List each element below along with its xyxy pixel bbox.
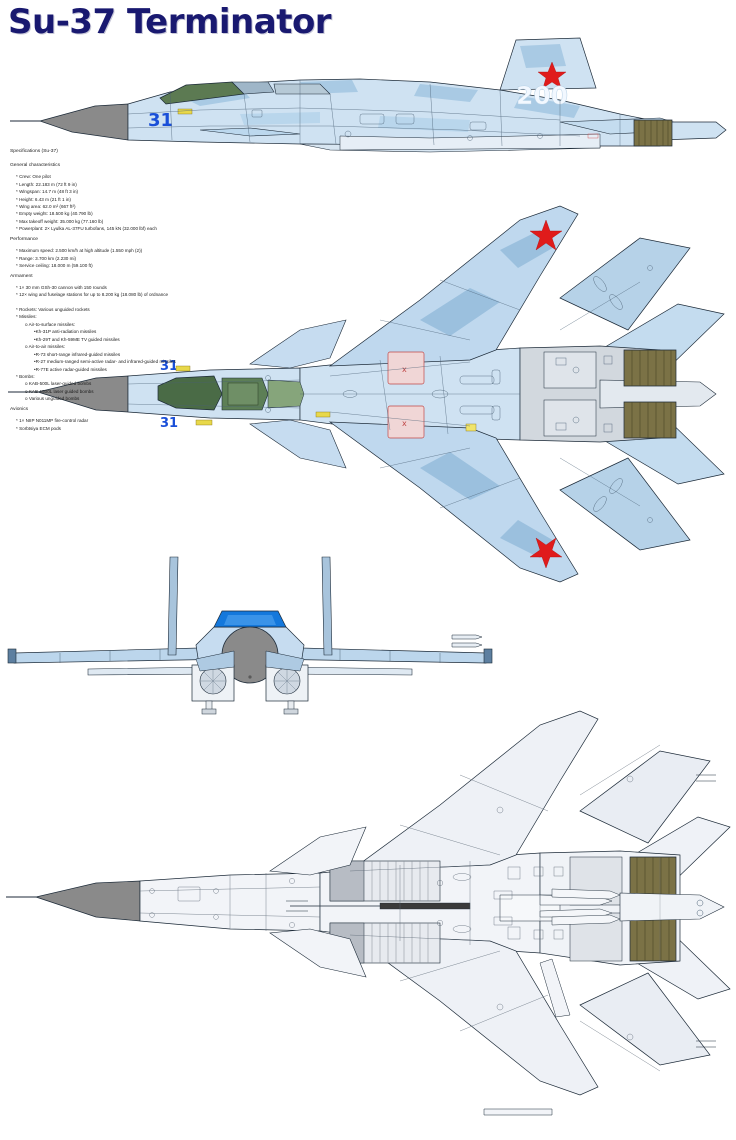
specs-list-item: 1× NIIP N011MP fire-control radar xyxy=(16,417,480,424)
specs-list-item: Rockets: Various unguided rockets xyxy=(16,306,480,313)
specs-list-item: Wingspan: 14.7 m (48 ft 3 in) xyxy=(16,188,480,195)
front-view xyxy=(0,555,500,720)
specs-list-item: Powerplant: 2× Lyulka AL-37FU turbofans,… xyxy=(16,225,480,232)
specs-list: 1× 30 mm GSh-30 cannon with 150 rounds12… xyxy=(16,284,480,403)
specs-list-item: 12× wing and fuselage stations for up to… xyxy=(16,291,480,298)
specs-list-item: Missiles: xyxy=(16,313,480,320)
specs-list-item: KAB-500L laser-guided bombs xyxy=(25,380,480,387)
specs-list-item: Kh-31P anti-radiation missiles xyxy=(34,328,480,335)
specs-list-item: R-27 medium-ranged semi-active radar- an… xyxy=(34,358,480,365)
specs-list-item: Empty weight: 18.500 kg (40.790 lb) xyxy=(16,210,480,217)
specs-list-item: Max takeoff weight: 35.000 kg (77.160 lb… xyxy=(16,218,480,225)
specs-section-heading: Armament xyxy=(10,273,33,279)
specs-list-item: Maximum speed: 2.500 km/h at high altitu… xyxy=(16,247,480,254)
red-star-insignia xyxy=(529,219,563,569)
specs-list-item: Kh-29T and Kh-59ME TV guided missiles xyxy=(34,336,480,343)
page-title: Su-37 Terminator xyxy=(8,2,332,42)
specs-heading: Specifications (Su-37) xyxy=(10,149,58,154)
side-view: 200 31 xyxy=(0,22,736,162)
specs-list-item: Length: 22.183 m (72 ft 9 in) xyxy=(16,181,480,188)
specs-list: Maximum speed: 2.500 km/h at high altitu… xyxy=(16,247,480,269)
bottom-view xyxy=(0,710,736,1135)
specs-list-item: Air-to-air missiles: xyxy=(25,343,480,350)
specs-list-item: Bombs: xyxy=(16,373,480,380)
specs-list: 1× NIIP N011MP fire-control radarSorbtsi… xyxy=(16,417,480,432)
specs-section-heading: Performance xyxy=(10,237,38,243)
specs-list-item: Service ceiling: 18.000 m (59.100 ft) xyxy=(16,262,480,269)
specs-list-item: R-73 short-range infrared-guided missile… xyxy=(34,351,480,358)
specs-list-item: Wing area: 62.0 m² (667 ft²) xyxy=(16,203,480,210)
specs-list-item: Sorbtsiya ECM pods xyxy=(16,425,480,432)
specs-list: Crew: One pilotLength: 22.183 m (72 ft 9… xyxy=(16,173,480,233)
specs-list-item xyxy=(16,299,480,306)
specs-list-item: Various unguided bombs xyxy=(25,395,480,402)
specs-sections: General characteristicsCrew: One pilotLe… xyxy=(10,162,480,432)
specs-list-item: 1× 30 mm GSh-30 cannon with 150 rounds xyxy=(16,284,480,291)
specs-list-item: KAB-1500L laser guided bombs xyxy=(25,388,480,395)
tail-number: 200 xyxy=(516,81,568,110)
specs-list-item: Range: 3.700 km (2.230 mi) xyxy=(16,255,480,262)
specs-list-item: R-77E active radar-guided missiles xyxy=(34,366,480,373)
specs-list-item: Height: 6.43 m (21 ft 1 in) xyxy=(16,196,480,203)
specs-section-heading: Avionics xyxy=(10,407,29,413)
red-star-insignia xyxy=(537,61,567,89)
specs-section-heading: General characteristics xyxy=(10,163,61,169)
specs-list-item: Air-to-surface missiles: xyxy=(25,321,480,328)
specifications-block: Specifications (Su-37) General character… xyxy=(10,148,480,432)
specs-list-item: Crew: One pilot xyxy=(16,173,480,180)
fuselage-number: 31 xyxy=(148,110,173,131)
